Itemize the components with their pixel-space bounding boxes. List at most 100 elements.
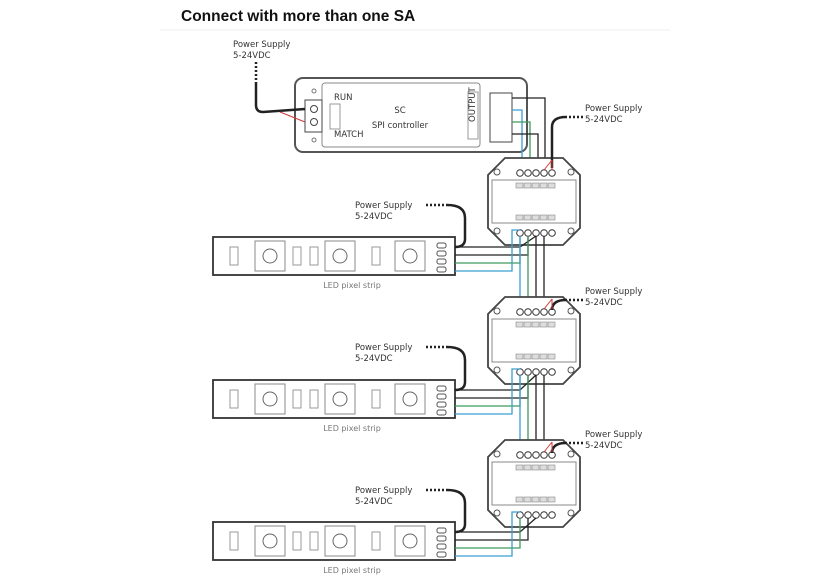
led-icon [402, 391, 418, 407]
strip-pad [436, 409, 447, 416]
led-icon [402, 248, 418, 264]
resistor [229, 389, 239, 409]
resistor [292, 246, 302, 266]
terminal-screw-icon [532, 229, 540, 237]
terminal-block [515, 321, 524, 328]
terminal-block [531, 496, 540, 503]
power-supply-voltage: 5-24VDC [355, 212, 393, 222]
led-icon [332, 391, 348, 407]
power-positive-wire [279, 111, 306, 123]
wire-clock [455, 518, 521, 549]
power-supply-label: Power Supply [585, 430, 642, 440]
power-supply-voltage: 5-24VDC [355, 497, 393, 507]
terminal-screw-icon [532, 169, 540, 177]
terminal-block [523, 214, 532, 221]
terminal-block [539, 321, 548, 328]
mount-hole-icon [493, 168, 501, 176]
terminal-block [531, 353, 540, 360]
power-positive-wire [543, 441, 553, 453]
terminal-screw-icon [548, 169, 556, 177]
terminal-block [539, 182, 548, 189]
terminal-screw-icon [532, 511, 540, 519]
mount-hole-icon [567, 307, 575, 315]
terminal-block [531, 214, 540, 221]
led-chip [394, 383, 426, 415]
led-icon [262, 248, 278, 264]
terminal-block [523, 353, 532, 360]
terminal-screw-icon [524, 229, 532, 237]
terminal-screw-icon [516, 169, 524, 177]
led-pixel-strip [212, 236, 456, 276]
spi-controller: SC SPI controller RUN MATCH OUTPUT [294, 77, 528, 153]
strip-pad [436, 266, 447, 273]
sa-module [487, 439, 581, 528]
resistor [371, 389, 381, 409]
terminal-block [547, 464, 556, 471]
terminal-screw-icon [532, 451, 540, 459]
power-supply-label: Power Supply [585, 104, 642, 114]
mount-hole-icon [493, 227, 501, 235]
terminal-screw-icon [532, 368, 540, 376]
resistor [292, 389, 302, 409]
led-icon [262, 533, 278, 549]
terminal-screw-icon [516, 308, 524, 316]
strip-pad [436, 535, 447, 542]
mount-hole-icon [567, 450, 575, 458]
terminal-screw-icon [516, 229, 524, 237]
match-label: MATCH [334, 130, 364, 140]
terminal-block [547, 353, 556, 360]
wire-data [455, 368, 520, 415]
terminal-block [539, 464, 548, 471]
terminal-screw-icon [524, 368, 532, 376]
power-positive-wire [543, 159, 553, 171]
terminal-block [515, 353, 524, 360]
resistor [229, 531, 239, 551]
terminal-block [547, 321, 556, 328]
terminal-block [515, 464, 524, 471]
led-chip [324, 240, 356, 272]
led-icon [262, 391, 278, 407]
resistor [371, 246, 381, 266]
terminal-screw-icon [540, 308, 548, 316]
mount-hole-icon [493, 307, 501, 315]
terminal-screw-icon [540, 451, 548, 459]
strip-pad [436, 401, 447, 408]
power-positive-wire [543, 298, 553, 310]
resistor [309, 246, 319, 266]
terminal-block [515, 496, 524, 503]
led-chip [254, 525, 286, 557]
terminal-block [515, 182, 524, 189]
controller-name: SC [394, 106, 405, 116]
power-supply-label: Power Supply [355, 343, 412, 353]
power-supply-voltage: 5-24VDC [233, 51, 271, 61]
strip-label: LED pixel strip [323, 281, 381, 290]
terminal-screw-icon [540, 511, 548, 519]
controller-output-terminal [489, 92, 513, 143]
terminal-block [531, 182, 540, 189]
mount-hole-icon [567, 168, 575, 176]
terminal-block [539, 496, 548, 503]
wire-data [512, 109, 523, 165]
terminal-block [547, 214, 556, 221]
wire-gnd [455, 518, 529, 541]
wire-v [512, 133, 539, 165]
strip-pad [436, 258, 447, 265]
mount-hole-icon [493, 509, 501, 517]
led-pixel-strip [212, 379, 456, 419]
diagram-title: Connect with more than one SA [181, 8, 416, 25]
resistor [371, 531, 381, 551]
terminal-screw-icon [532, 308, 540, 316]
strip-pad [436, 543, 447, 550]
mount-hole-icon [493, 366, 501, 374]
terminal-screw-icon [548, 511, 556, 519]
terminal-screw-icon [540, 368, 548, 376]
led-icon [332, 248, 348, 264]
terminal-block [547, 182, 556, 189]
led-chip [394, 525, 426, 557]
power-supply-voltage: 5-24VDC [585, 298, 623, 308]
wire-gnd [512, 97, 546, 165]
terminal-block [515, 214, 524, 221]
wire-data [455, 511, 520, 557]
strip-label: LED pixel strip [323, 566, 381, 575]
